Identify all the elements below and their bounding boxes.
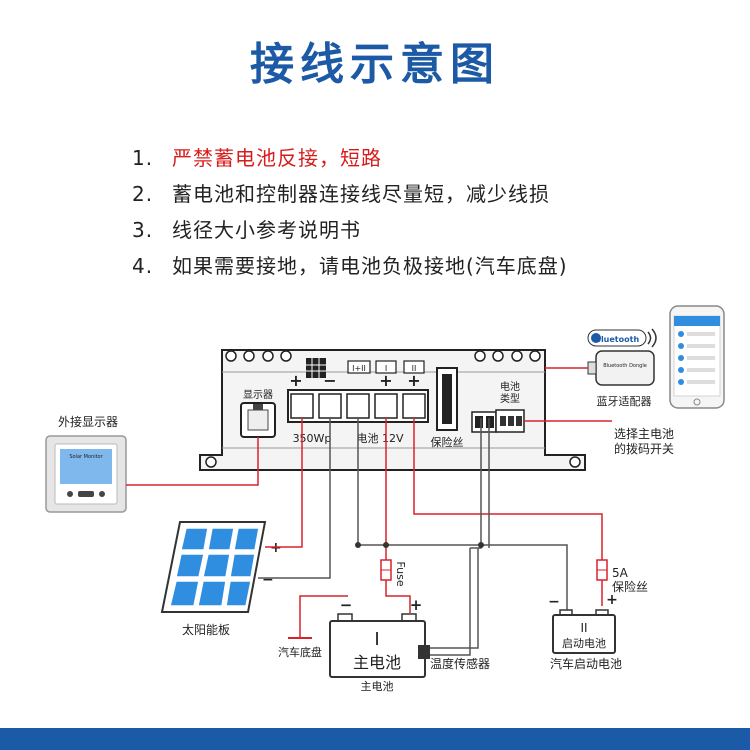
temp-sensor — [418, 645, 430, 659]
solar-panel-cells — [169, 527, 260, 607]
pv-plus-sign: + — [289, 371, 302, 390]
bluetooth-dongle-text: Bluetooth Dongle — [603, 363, 647, 369]
external-display-label: 外接显示器 — [58, 414, 118, 429]
terminal-block[interactable] — [287, 389, 429, 423]
page-title: 接线示意图 — [250, 39, 500, 90]
bluetooth-icon: Bluetooth — [587, 328, 657, 348]
display-screen-title: Solar Monitor — [69, 454, 103, 460]
temp-sensor-label: 温度传感器 — [430, 656, 490, 671]
note-4: 4. 如果需要接地，请电池负极接地(汽车底盘) — [132, 248, 568, 284]
common-minus-sign: − — [323, 371, 336, 390]
fuse-5a — [596, 559, 608, 581]
display-port[interactable] — [240, 402, 276, 438]
battery-type-label: 电池类型 — [500, 380, 520, 405]
battery-icon: I — [375, 360, 397, 374]
note-2: 2. 蓄电池和控制器连接线尽量短，减少线损 — [132, 176, 568, 212]
panel-plus-sign: + — [270, 540, 282, 556]
battery-rating-label: 电池 12V — [356, 432, 403, 445]
solar-icon — [306, 358, 326, 378]
solar-panel-label: 太阳能板 — [182, 622, 230, 637]
svg-text:II: II — [412, 364, 417, 373]
solar-panel — [160, 521, 267, 613]
temp-sensor-lead — [425, 548, 471, 656]
pv-positive-wire — [265, 418, 303, 548]
note-number: 3. — [132, 218, 154, 242]
start-battery-text: 启动电池 — [562, 637, 606, 650]
fuse-to-main-battery-wire — [385, 580, 411, 613]
inline-fuse — [380, 559, 392, 581]
external-display[interactable]: Solar Monitor — [45, 435, 127, 513]
panel-minus-sign: − — [262, 572, 274, 588]
note-number: 4. — [132, 254, 154, 278]
fuse-slot-label: 保险丝 — [431, 435, 464, 449]
footer-bar — [0, 728, 750, 750]
bluetooth-adapter[interactable]: Bluetooth Dongle — [587, 350, 655, 386]
bluetooth-adapter-label: 蓝牙适配器 — [597, 395, 652, 408]
pv-rating-label: 350Wp — [293, 432, 332, 445]
inline-fuse-label: Fuse — [394, 561, 407, 586]
fuse-5a-label: 5A 保险丝 — [612, 566, 648, 594]
start-battery-plus-sign: + — [606, 592, 618, 608]
start-battery-caption: 汽车启动电池 — [550, 656, 622, 671]
temp-sensor-lead-2 — [425, 548, 479, 649]
display-port-label: 显示器 — [243, 389, 273, 401]
note-1: 1. 严禁蓄电池反接，短路 — [132, 140, 568, 176]
svg-text:I+II: I+II — [352, 364, 366, 373]
dip-switch[interactable] — [471, 409, 525, 433]
common-negative-bus — [358, 544, 568, 610]
start-battery-roman: II — [580, 621, 587, 635]
chassis-ground-label: 汽车底盘 — [278, 645, 322, 659]
main-battery-roman: I — [374, 629, 379, 650]
wiring-notes: 1. 严禁蓄电池反接，短路 2. 蓄电池和控制器连接线尽量短，减少线损 3. 线径大小… — [132, 140, 568, 284]
note-3: 3. 线径大小参考说明书 — [132, 212, 568, 248]
fuse-slot[interactable] — [436, 367, 458, 431]
main-battery-plus-sign: + — [410, 596, 423, 614]
main-battery-caption: 主电池 — [361, 680, 394, 693]
battery2-positive-wire — [413, 418, 603, 560]
battery2-plus-sign: + — [407, 371, 420, 390]
battery-icon: II — [403, 360, 425, 374]
note-number: 1. — [132, 146, 154, 170]
note-text: 严禁蓄电池反接，短路 — [172, 146, 382, 170]
main-battery: I 主电池 — [329, 613, 426, 678]
battery-icon: I+II — [347, 360, 371, 374]
wire-junctions — [355, 542, 484, 548]
dip-switch-label: 选择主电池的拨码开关 — [614, 427, 674, 456]
display-cable — [126, 437, 259, 486]
note-text: 线径大小参考说明书 — [172, 218, 361, 242]
battery1-plus-sign: + — [379, 371, 392, 390]
ground-wire — [299, 595, 348, 638]
start-battery-minus-sign: − — [548, 594, 560, 610]
main-battery-minus-sign: − — [340, 596, 353, 614]
smartphone[interactable] — [669, 305, 725, 409]
main-battery-text: 主电池 — [353, 653, 401, 672]
note-text: 蓄电池和控制器连接线尽量短，减少线损 — [172, 182, 550, 206]
note-number: 2. — [132, 182, 154, 206]
pv-negative-wire — [258, 418, 331, 579]
svg-text:Bluetooth: Bluetooth — [595, 335, 640, 344]
wires — [258, 418, 603, 656]
start-battery: II 启动电池 — [552, 609, 616, 654]
svg-text:I: I — [385, 364, 387, 373]
note-text: 如果需要接地，请电池负极接地(汽车底盘) — [172, 254, 568, 278]
